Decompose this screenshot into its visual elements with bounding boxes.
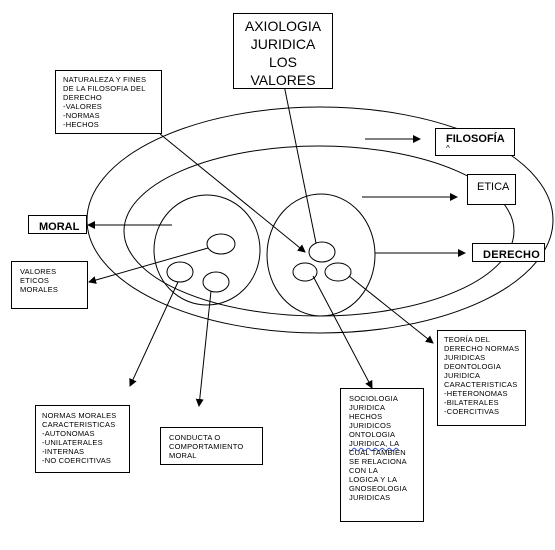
filosofia-box: FILOSOFÍA ^ <box>435 128 515 156</box>
derecho-small-ellipse-left <box>292 262 318 282</box>
filosofia-label: FILOSOFÍA <box>446 133 505 145</box>
moral-small-ellipse-right <box>202 271 230 293</box>
axiologia-line-1: AXIOLOGIA <box>244 18 322 34</box>
filosofia-mark: ^ <box>446 144 450 153</box>
axiologia-line-2: JURIDICA <box>250 36 316 52</box>
sociologia-line-1: SOCIOLOGIA <box>349 394 399 403</box>
sociologia-line-7: CUAL TAMBIEN <box>349 448 406 457</box>
naturaleza-box: NATURALEZA Y FINES DE LA FILOSOFIA DEL D… <box>55 70 162 134</box>
arrow-to-axiologia <box>280 79 317 244</box>
sociologia-line-4: JURIDICOS <box>349 421 392 430</box>
middle-ellipse <box>123 145 515 317</box>
sociologia-line-11: GNOSEOLOGIA <box>349 484 408 493</box>
normas-line-2: CARACTERISTICAS <box>42 420 116 429</box>
conducta-line-2: COMPORTAMIENTO <box>169 442 244 451</box>
derecho-small-ellipse-right <box>324 262 352 282</box>
valores-line-3: MORALES <box>20 285 59 294</box>
arrow-to-sociologia <box>312 275 373 389</box>
arrow-from-naturaleza <box>159 133 306 253</box>
sociologia-line-3: HECHOS <box>349 412 383 421</box>
normas-morales-box: NORMAS MORALES CARACTERISTICAS -AUTONOMA… <box>35 405 130 473</box>
teoria-line-2: DERECHO NORMAS <box>444 344 520 353</box>
normas-line-5: -INTERNAS <box>42 447 85 456</box>
sociologia-box: SOCIOLOGIA JURIDICA HECHOS JURIDICOS ONT… <box>340 388 424 522</box>
normas-line-4: -UNILATERALES <box>42 438 103 447</box>
normas-line-6: -NO COERCITIVAS <box>42 456 112 465</box>
teoria-line-1: TEORÍA DEL <box>444 335 491 344</box>
etica-label: ETICA <box>477 181 510 193</box>
teoria-line-5: JURIDICA <box>444 371 481 380</box>
naturaleza-line-6: -HECHOS <box>63 120 99 129</box>
derecho-label: DERECHO <box>483 249 541 261</box>
teoria-line-4: DEONTOLOGIA <box>444 362 502 371</box>
teoria-line-8: -BILATERALES <box>444 398 499 407</box>
arrow-to-conducta <box>195 290 212 407</box>
axiologia-line-3: LOS <box>268 54 297 70</box>
sociologia-line-10: LOGICA Y LA <box>349 475 398 484</box>
moral-box: MORAL <box>28 215 87 234</box>
etica-box: ETICA <box>467 174 516 205</box>
arrow-to-teoria <box>348 275 434 344</box>
conducta-box: CONDUCTA O COMPORTAMIENTO MORAL <box>160 427 263 465</box>
moral-circle <box>153 194 261 306</box>
arrow-to-valores <box>88 247 209 284</box>
derecho-circle <box>266 193 376 317</box>
derecho-small-ellipse-top <box>308 241 336 263</box>
valores-eticos-box: VALORES ETICOS MORALES <box>11 261 88 309</box>
naturaleza-line-2: DE LA FILOSOFIA DEL <box>63 84 146 93</box>
normas-line-3: -AUTONOMAS <box>42 429 95 438</box>
naturaleza-line-4: -VALORES <box>63 102 102 111</box>
valores-line-1: VALORES <box>20 267 57 276</box>
derecho-box: DERECHO <box>472 243 545 262</box>
sociologia-line-2: JURIDICA <box>349 403 386 412</box>
moral-label: MORAL <box>39 221 80 233</box>
outer-ellipse <box>86 106 554 334</box>
naturaleza-line-3: DERECHO <box>63 93 102 102</box>
moral-small-ellipse-left <box>166 261 194 283</box>
sociologia-line-8: SE RELACIONA <box>349 457 407 466</box>
sociologia-line-12: JURIDICAS <box>349 493 391 502</box>
naturaleza-line-1: NATURALEZA Y FINES <box>63 75 147 84</box>
arrow-to-normas <box>129 281 179 387</box>
sociologia-line-6: JURIDICA, LA <box>349 439 400 448</box>
teoria-line-3: JURIDICAS <box>444 353 486 362</box>
conducta-line-1: CONDUCTA O <box>169 433 221 442</box>
sociologia-line-9: CON LA <box>349 466 379 475</box>
valores-line-2: ETICOS <box>20 276 50 285</box>
normas-line-1: NORMAS MORALES <box>42 411 117 420</box>
conducta-line-3: MORAL <box>169 451 197 460</box>
axiologia-box: AXIOLOGIA JURIDICA LOS VALORES <box>233 13 333 89</box>
moral-small-ellipse-top <box>206 233 236 255</box>
axiologia-line-4: VALORES <box>250 72 316 88</box>
teoria-line-6: CARACTERISTICAS <box>444 380 518 389</box>
teoria-line-9: -COERCITIVAS <box>444 407 500 416</box>
sociologia-line-5: ONTOLOGIA <box>349 430 396 439</box>
teoria-derecho-box: TEORÍA DEL DERECHO NORMAS JURIDICAS DEON… <box>437 330 526 426</box>
naturaleza-line-5: -NORMAS <box>63 111 100 120</box>
teoria-line-7: -HETERONOMAS <box>444 389 508 398</box>
